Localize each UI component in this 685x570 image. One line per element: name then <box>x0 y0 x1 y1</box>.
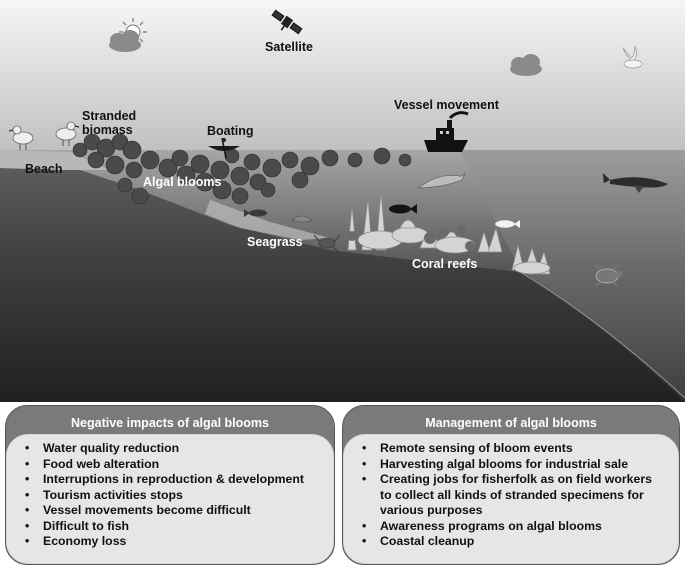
label-seagrass: Seagrass <box>247 235 303 249</box>
list-item: Coastal cleanup <box>360 534 664 550</box>
list-item: Food web alteration <box>23 457 319 473</box>
ship-icon <box>424 111 469 152</box>
list-item: Remote sensing of bloom events <box>360 441 664 457</box>
label-algal-blooms: Algal blooms <box>143 175 222 189</box>
list-item: Economy loss <box>23 534 319 550</box>
label-beach: Beach <box>25 162 63 176</box>
list-item: Tourism activities stops <box>23 488 319 504</box>
seagrass-bed <box>205 200 330 240</box>
management-panel: Management of algal blooms Remote sensin… <box>342 405 680 565</box>
label-coral-reefs: Coral reefs <box>412 257 478 271</box>
open-water <box>460 150 685 402</box>
list-item: Water quality reduction <box>23 441 319 457</box>
management-list: Remote sensing of bloom events Harvestin… <box>360 441 664 550</box>
beach-sand <box>0 150 110 170</box>
seabed <box>0 150 685 402</box>
negative-impacts-body: Water quality reduction Food web alterat… <box>6 434 334 564</box>
fish-icon <box>494 219 520 229</box>
dolphin-icon <box>417 169 466 189</box>
list-item: Awareness programs on algal blooms <box>360 519 664 535</box>
list-item: Interruptions in reproduction & developm… <box>23 472 319 488</box>
sky <box>0 0 685 152</box>
list-item: Difficult to fish <box>23 519 319 535</box>
crab-icon <box>313 234 341 252</box>
management-body: Remote sensing of bloom events Harvestin… <box>343 434 679 564</box>
cloud-icon <box>510 54 542 76</box>
gull-icon <box>8 125 34 150</box>
algal-bloom-mass <box>72 133 412 205</box>
list-item: Vessel movements become difficult <box>23 503 319 519</box>
satellite-icon <box>271 9 303 35</box>
shrimp-icon <box>291 215 313 223</box>
negative-impacts-list: Water quality reduction Food web alterat… <box>23 441 319 550</box>
coastal-scene: Satellite Stranded biomass Beach Boating… <box>0 0 685 402</box>
list-item: Harvesting algal blooms for industrial s… <box>360 457 664 473</box>
label-stranded-biomass: Stranded biomass <box>82 109 137 137</box>
gull-icon <box>55 121 80 146</box>
bird-icon <box>622 45 643 69</box>
negative-impacts-panel: Negative impacts of algal blooms Water q… <box>5 405 335 565</box>
coral-reef <box>347 191 551 275</box>
scene-illustration <box>0 0 685 402</box>
whale-icon <box>602 173 669 193</box>
cloud-icon <box>109 30 141 52</box>
canoe-icon <box>208 137 240 159</box>
management-title: Management of algal blooms <box>425 416 597 430</box>
coral-fans <box>347 225 475 251</box>
negative-impacts-title: Negative impacts of algal blooms <box>71 416 269 430</box>
label-vessel-movement: Vessel movement <box>394 98 499 112</box>
list-item: Creating jobs for fisherfolk as on field… <box>360 472 664 519</box>
label-satellite: Satellite <box>265 40 313 54</box>
turtle-icon <box>594 264 622 287</box>
label-boating: Boating <box>207 124 254 138</box>
fish-icon <box>244 209 267 217</box>
fish-icon <box>389 204 417 214</box>
